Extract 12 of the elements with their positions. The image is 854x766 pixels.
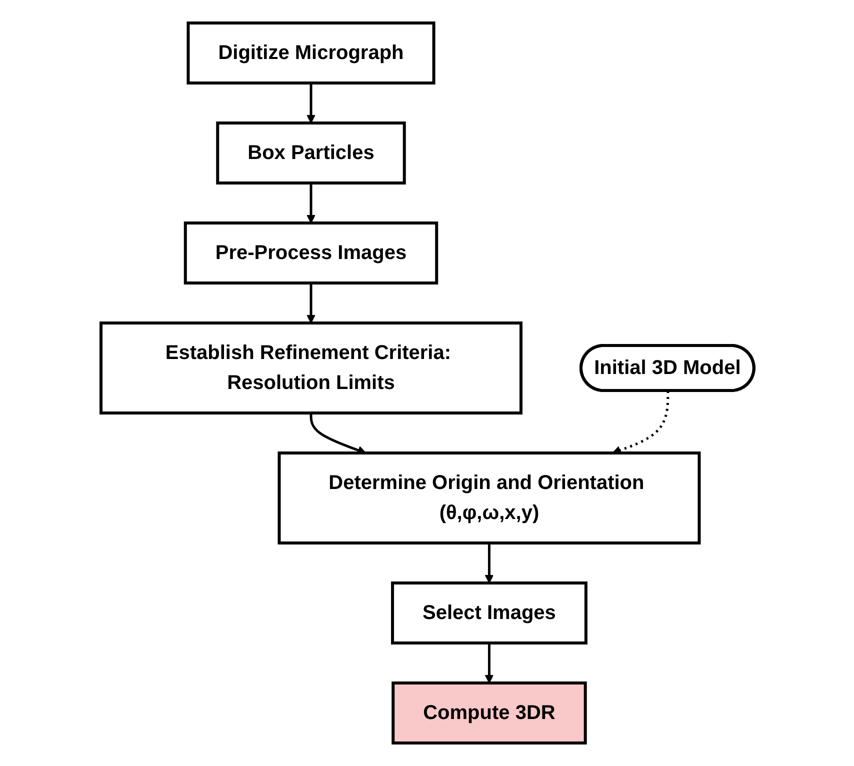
arrow	[484, 543, 494, 584]
arrow	[484, 642, 494, 684]
node-box: Select Images	[390, 582, 587, 644]
node-box: Digitize Micrograph	[186, 22, 435, 84]
arrow	[306, 183, 315, 224]
arrow	[306, 283, 315, 324]
node-box: Establish Refinement Criteria: Resolution Limits	[99, 322, 522, 414]
node-box: Box Particles	[216, 122, 406, 184]
arrow	[306, 83, 315, 124]
node-box: Compute 3DR	[391, 681, 586, 744]
node-box: Determine Origin and Orientation (θ,φ,ω,x,y)	[277, 452, 700, 544]
node-box: Pre-Process Images	[183, 222, 438, 284]
